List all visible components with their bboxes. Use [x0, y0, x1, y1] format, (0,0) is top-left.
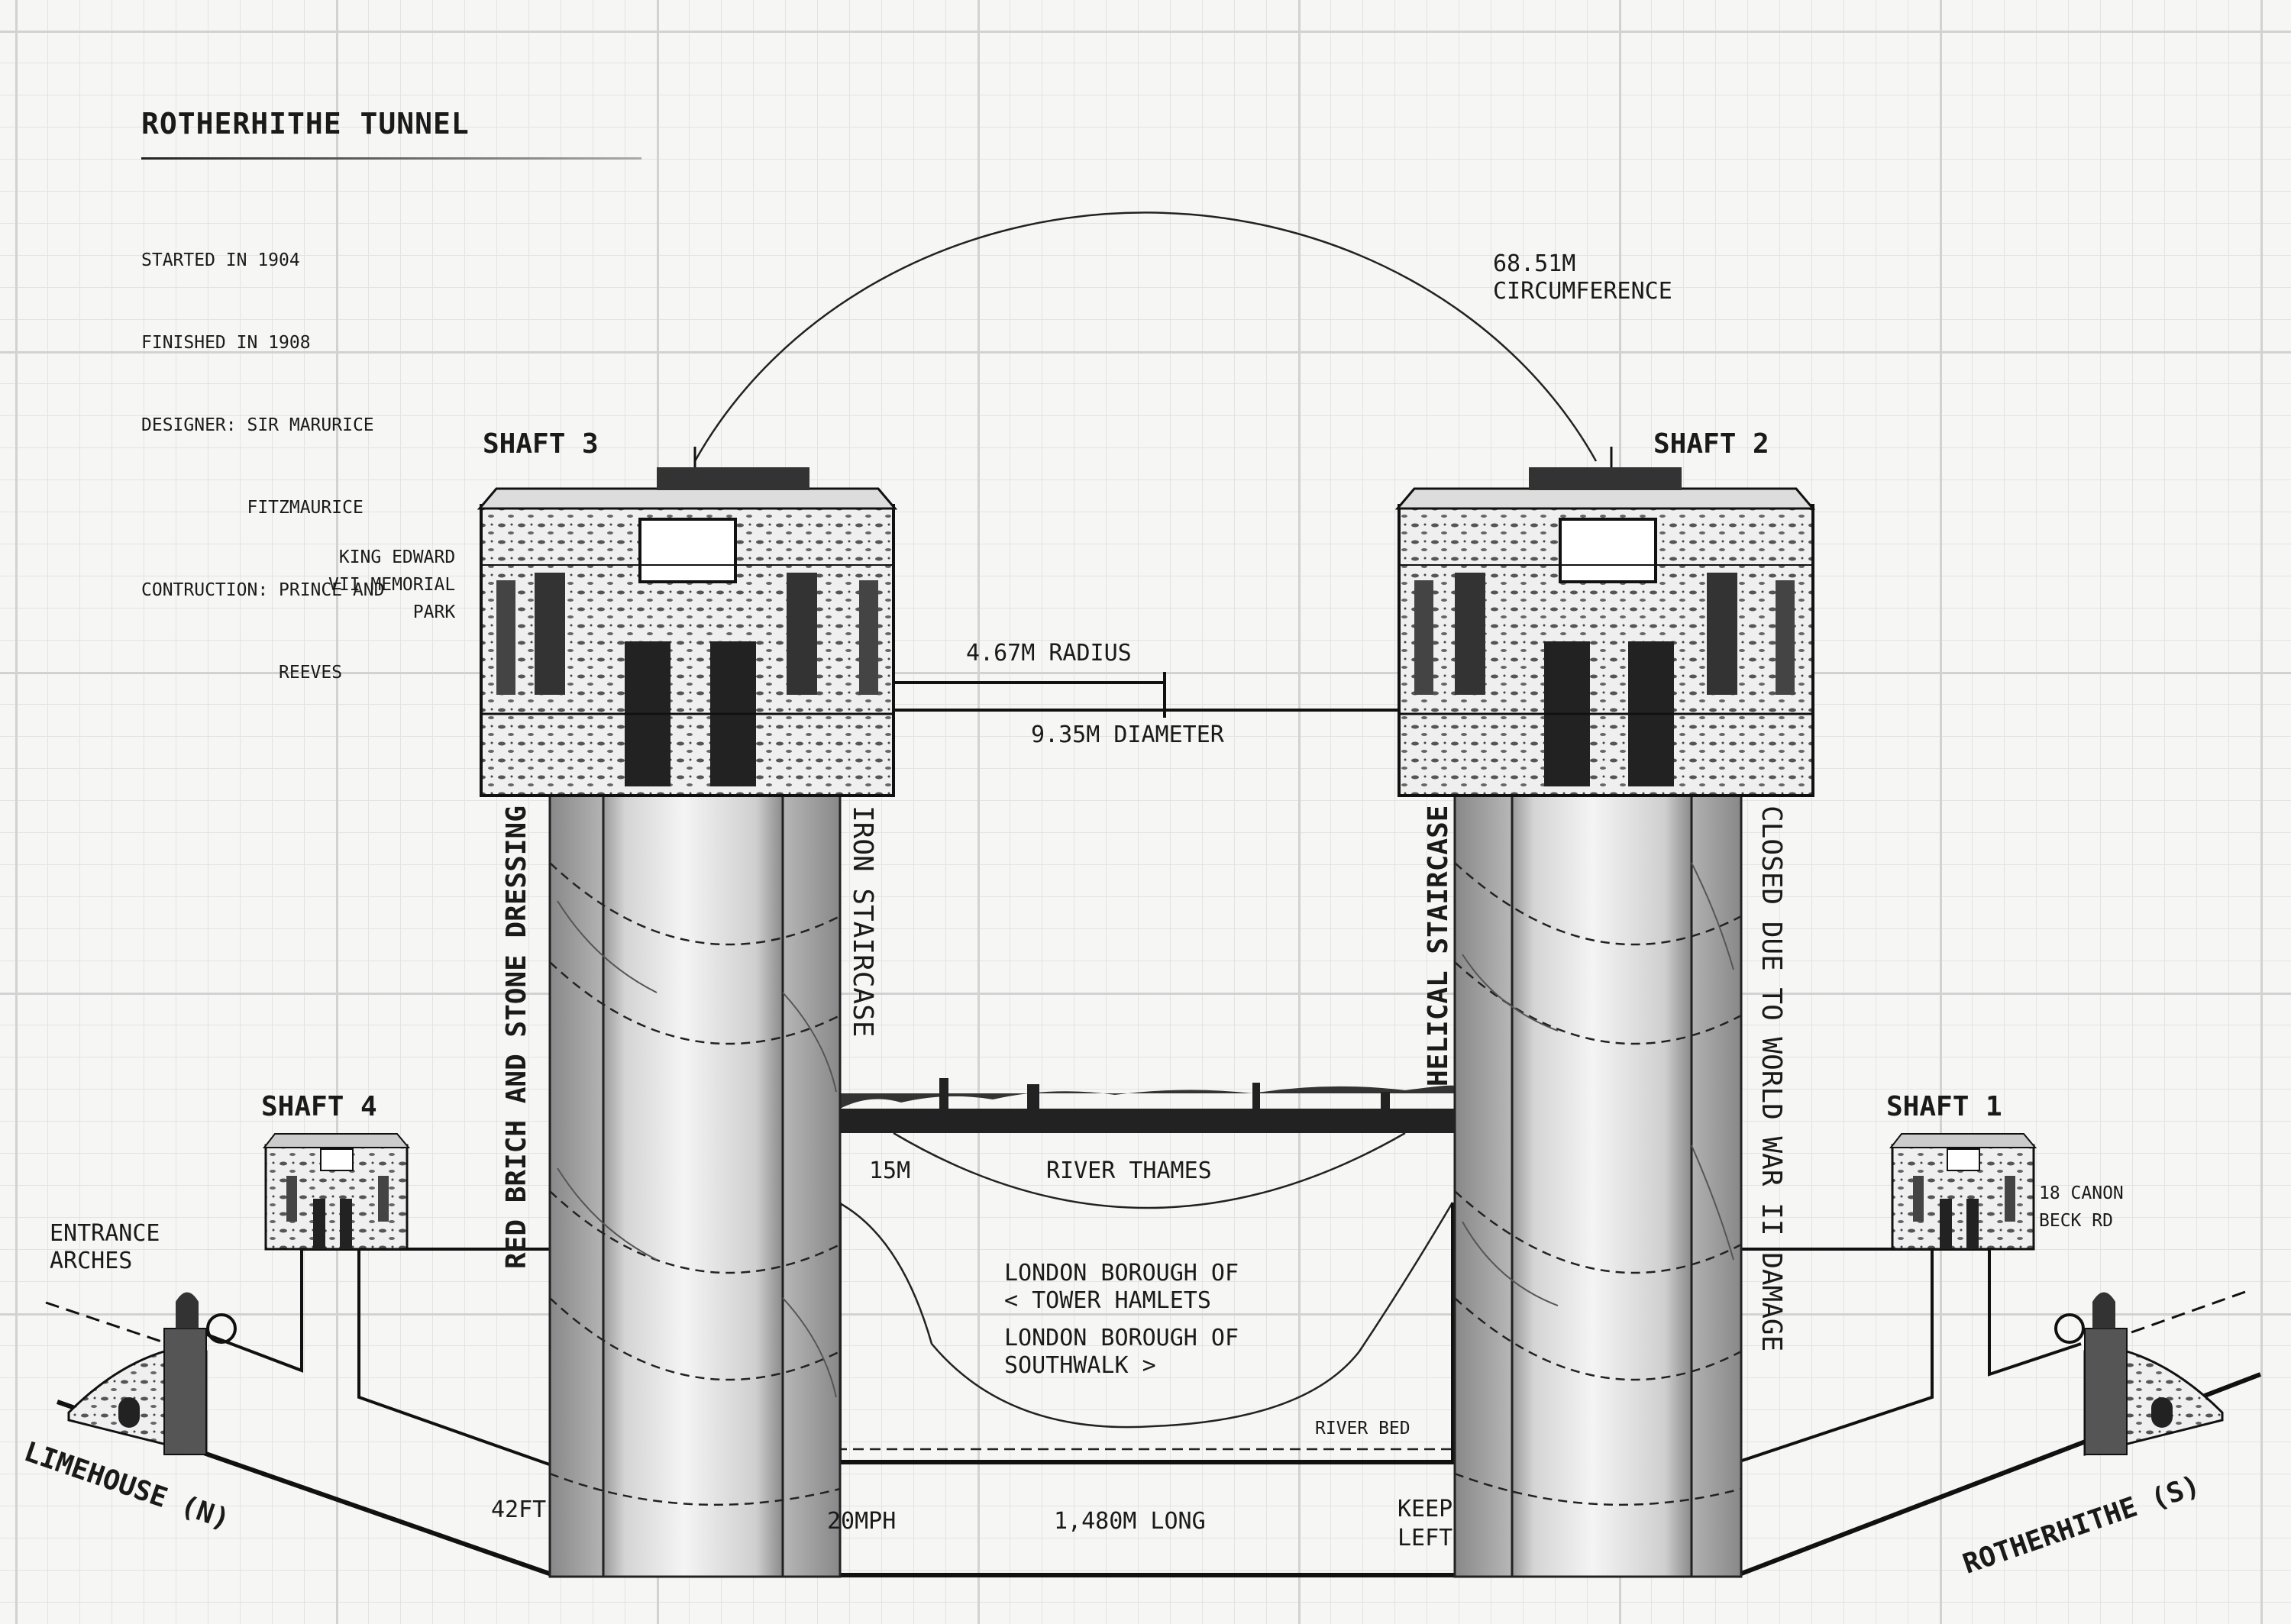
- canon-label: 18 CANON BECK RD: [2039, 1183, 2124, 1231]
- shaft-3-label: SHAFT 3: [483, 428, 599, 460]
- park-label: KING EDWARD VII MEMORIAL PARK: [328, 547, 456, 622]
- entrance-arches-label: ENTRANCE ARCHES: [50, 1220, 160, 1274]
- fact-construction: CONTRUCTION: PRINCE AND: [141, 580, 385, 600]
- fact-construction-cont: REEVES: [141, 663, 343, 683]
- depth-42ft-label: 42FT: [491, 1496, 547, 1523]
- shaft-1-label: SHAFT 1: [1886, 1091, 2002, 1122]
- shaft-4-label: SHAFT 4: [261, 1091, 377, 1122]
- radius-label: 4.67M RADIUS: [966, 640, 1132, 667]
- river-bed-label: RIVER BED: [1315, 1419, 1410, 1438]
- shaft-1-drawing: [1889, 1133, 2037, 1251]
- shaft-2-drawing: [1394, 447, 1816, 1578]
- fact-designer: DESIGNER: SIR MARURICE: [141, 415, 374, 435]
- shaft-2-label: SHAFT 2: [1653, 428, 1769, 460]
- borough-boundary: [838, 1201, 1454, 1429]
- shaft-4-drawing: [262, 1133, 411, 1251]
- left-entrance-arch: [67, 1292, 237, 1456]
- river-surface: [839, 1078, 1454, 1133]
- fact-designer-cont: FITZMAURICE: [141, 498, 364, 518]
- river-arc: [893, 1132, 1406, 1209]
- tunnel-profile: [57, 1372, 2262, 1577]
- circumference-arc: [693, 211, 1598, 462]
- left-approach-lines: [45, 1248, 554, 1467]
- fact-finished: FINISHED IN 1908: [141, 333, 311, 353]
- tower-hamlets-label: LONDON BOROUGH OF < TOWER HAMLETS: [1004, 1260, 1239, 1314]
- dimension-lines: [882, 672, 1417, 718]
- southwalk-label: LONDON BOROUGH OF SOUTHWALK >: [1004, 1325, 1239, 1379]
- circumference-label: 68.51M CIRCUMFERENCE: [1493, 250, 1672, 305]
- facts-list: STARTED IN 1904 FINISHED IN 1908 DESIGNE…: [141, 192, 641, 741]
- fact-started: STARTED IN 1904: [141, 250, 300, 270]
- right-entrance-arch: [2054, 1292, 2224, 1456]
- iron-staircase-label: IRON STAIRCASE: [847, 806, 879, 1038]
- title-block: ROTHERHITHE TUNNEL STARTED IN 1904 FINIS…: [141, 107, 641, 741]
- page-title: ROTHERHITHE TUNNEL: [141, 107, 470, 140]
- length-label: 1,480M LONG: [1054, 1508, 1206, 1535]
- keep-left-label: KEEP LEFT: [1398, 1496, 1453, 1551]
- speed-label: 20MPH: [827, 1508, 897, 1535]
- title-rule: [141, 157, 641, 160]
- closed-label: CLOSED DUE TO WORLD WAR II DAMAGE: [1756, 806, 1788, 1352]
- helical-staircase-label: HELICAL STAIRCASE: [1423, 806, 1454, 1087]
- diameter-label: 9.35M DIAMETER: [1031, 722, 1224, 748]
- depth-15m-label: 15M: [869, 1157, 911, 1184]
- red-brick-label: RED BRICH AND STONE DRESSING: [501, 806, 532, 1269]
- shaft-3-drawing: [477, 447, 898, 1578]
- river-thames-label: RIVER THAMES: [1046, 1157, 1212, 1184]
